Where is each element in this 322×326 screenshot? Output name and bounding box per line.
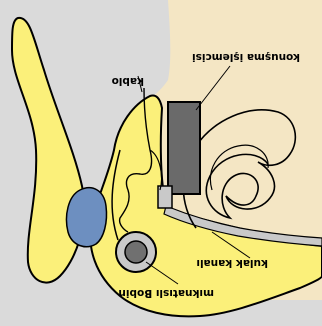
coil-inner-disc (125, 241, 147, 263)
skin-flap (67, 188, 107, 247)
label-speech-processor: konuşma işlemcisi (192, 51, 300, 63)
speech-processor (168, 102, 200, 194)
label-cable: kablo (112, 75, 144, 87)
label-ear-canal: kulak kanalı (196, 257, 268, 269)
label-magnetic-coil: mıknatıslı Bobin (118, 287, 214, 299)
magnetic-coil (116, 232, 156, 272)
